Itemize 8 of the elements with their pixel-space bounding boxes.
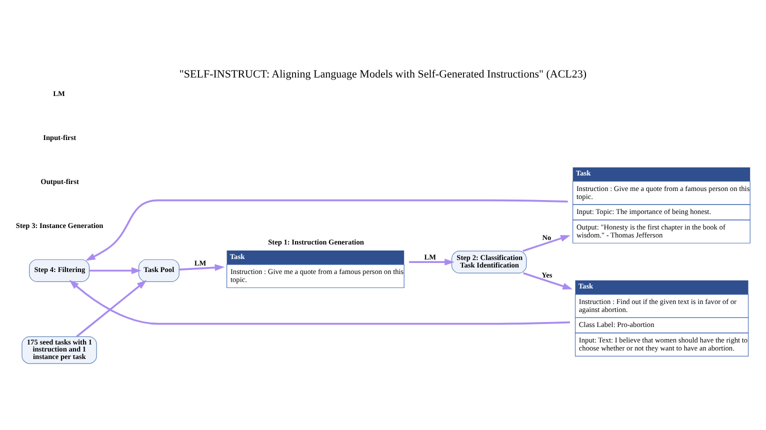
arrow <box>523 272 573 290</box>
diagram-title: "SELF-INSTRUCT: Aligning Language Models with Self-Generated Instructions" (ACL23) <box>179 68 587 81</box>
arrow <box>179 264 225 272</box>
arrow <box>89 267 142 274</box>
arrow <box>76 280 147 338</box>
arrow <box>85 199 568 261</box>
arrow <box>69 280 570 325</box>
arrow <box>522 235 570 252</box>
